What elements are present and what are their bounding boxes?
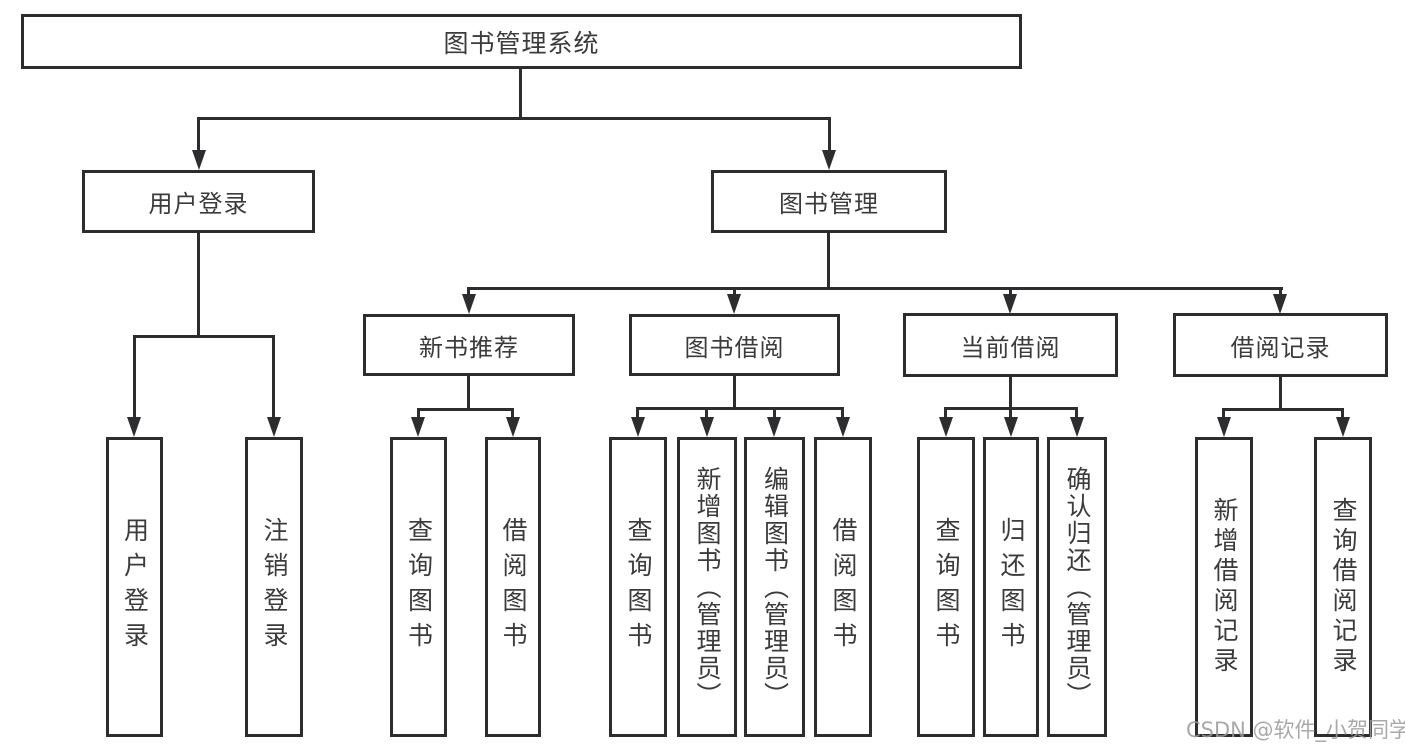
leaf-label: 注销登录 — [260, 517, 289, 657]
connector-line — [197, 117, 200, 150]
connector-arrowhead — [700, 417, 714, 437]
connector-line — [467, 287, 1283, 290]
connector-arrowhead — [411, 417, 425, 437]
node-borrow-records: 借阅记录 — [1173, 313, 1388, 377]
node-library-system: 图书管理系统 — [21, 14, 1022, 69]
connector-arrowhead — [267, 417, 281, 437]
connector-line — [133, 335, 275, 338]
leaf-label: 查询图书 — [624, 517, 653, 657]
leaf-add-borrow-record: 新增借阅记录 — [1195, 437, 1253, 737]
connector-arrowhead — [192, 150, 206, 170]
connector-arrowhead — [1336, 417, 1350, 437]
connector-line — [733, 287, 736, 297]
leaf-label: 新增图书（管理员） — [693, 465, 722, 709]
connector-line — [1009, 407, 1012, 420]
node-book-management: 图书管理 — [711, 170, 947, 233]
connector-line — [133, 335, 136, 417]
connector-line — [511, 408, 514, 420]
watermark: CSDN @软件_小贺同学 — [1186, 718, 1405, 742]
connector-arrowhead — [1217, 417, 1231, 437]
leaf-label: 编辑图书（管理员） — [760, 465, 790, 709]
connector-arrowhead — [127, 417, 141, 437]
connector-line — [1009, 287, 1012, 297]
leaf-query-borrow-record: 查询借阅记录 — [1314, 437, 1372, 737]
connector-line — [417, 408, 420, 420]
connector-line — [197, 117, 831, 120]
leaf-return-books: 归还图书 — [983, 437, 1039, 737]
leaf-label: 查询图书 — [404, 517, 434, 657]
leaf-edit-books-admin: 编辑图书（管理员） — [744, 437, 805, 737]
connector-line — [636, 407, 844, 410]
node-new-book-recommend: 新书推荐 — [363, 314, 575, 376]
leaf-label: 确认归还（管理员） — [1063, 465, 1092, 709]
connector-line — [828, 117, 831, 150]
leaf-label: 查询借阅记录 — [1329, 497, 1358, 677]
connector-line — [636, 407, 639, 420]
connector-line — [272, 335, 275, 417]
connector-arrowhead — [462, 294, 476, 314]
connector-line — [1279, 287, 1282, 297]
leaf-label: 归还图书 — [997, 517, 1026, 657]
connector-line — [1075, 407, 1078, 420]
connector-line — [733, 376, 736, 407]
leaf-label: 查询图书 — [932, 517, 961, 657]
leaf-confirm-return-admin: 确认归还（管理员） — [1047, 437, 1107, 737]
connector-line — [827, 233, 830, 287]
connector-arrowhead — [1003, 294, 1017, 314]
connector-arrowhead — [939, 417, 953, 437]
connector-line — [467, 287, 470, 297]
leaf-label: 借阅图书 — [499, 517, 528, 657]
connector-line — [1009, 377, 1012, 407]
node-book-borrow: 图书借阅 — [629, 314, 840, 376]
connector-line — [417, 408, 513, 411]
leaf-borrow-books-recommend: 借阅图书 — [485, 437, 541, 737]
leaf-label: 借阅图书 — [829, 517, 858, 657]
leaf-borrow-books: 借阅图书 — [814, 437, 872, 737]
leaf-add-books-admin: 新增图书（管理员） — [677, 437, 737, 737]
connector-line — [1341, 408, 1344, 420]
connector-line — [773, 407, 776, 420]
connector-line — [1222, 408, 1344, 411]
connector-line — [467, 376, 470, 408]
connector-line — [519, 69, 522, 117]
connector-line — [705, 407, 708, 420]
connector-arrowhead — [767, 417, 781, 437]
connector-arrowhead — [1273, 294, 1287, 314]
leaf-label: 新增借阅记录 — [1210, 497, 1239, 677]
connector-line — [1222, 408, 1225, 420]
connector-line — [197, 233, 200, 335]
node-user-login: 用户登录 — [82, 170, 315, 233]
connector-arrowhead — [1070, 417, 1084, 437]
connector-arrowhead — [631, 417, 645, 437]
leaf-query-books-current: 查询图书 — [917, 437, 975, 737]
connector-arrowhead — [836, 417, 850, 437]
leaf-logout-login: 注销登录 — [245, 437, 303, 737]
connector-line — [1279, 377, 1282, 408]
connector-arrowhead — [822, 150, 836, 170]
connector-line — [841, 407, 844, 420]
leaf-label: 用户登录 — [120, 517, 150, 657]
leaf-user-login: 用户登录 — [106, 437, 163, 737]
connector-arrowhead — [506, 417, 520, 437]
connector-arrowhead — [727, 294, 741, 314]
connector-arrowhead — [1004, 417, 1018, 437]
leaf-query-books-borrow: 查询图书 — [609, 437, 667, 737]
leaf-query-books-recommend: 查询图书 — [390, 437, 447, 737]
connector-line — [944, 407, 947, 420]
node-current-borrow: 当前借阅 — [903, 313, 1118, 377]
